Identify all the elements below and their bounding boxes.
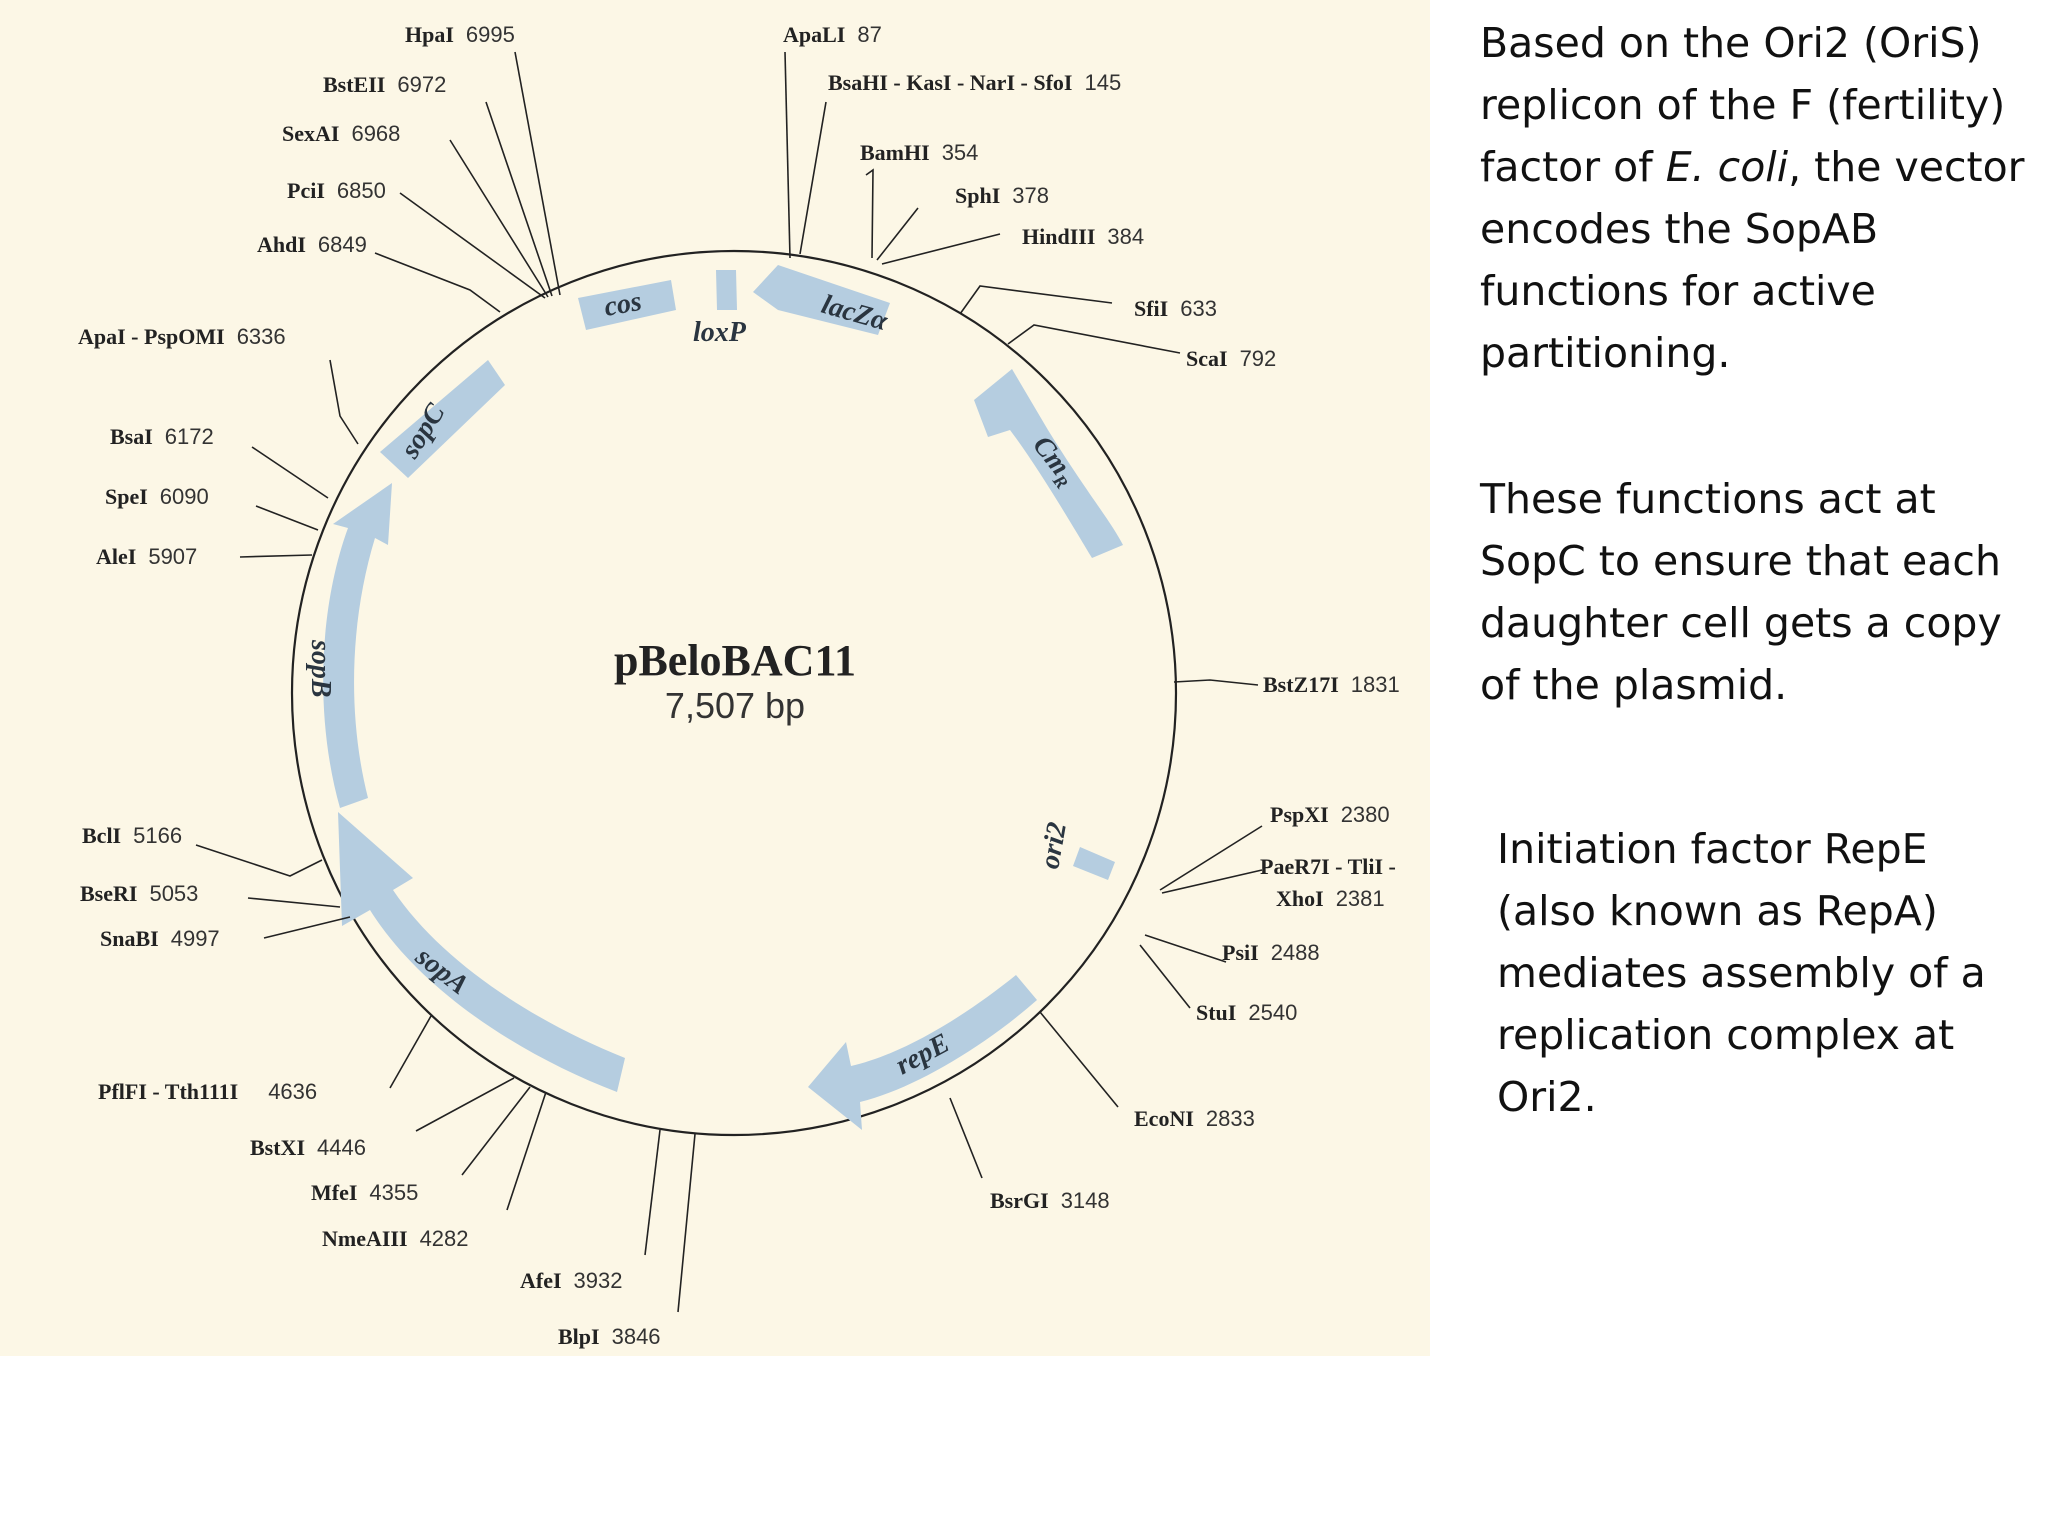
note-ori2-replicon: Based on the Ori2 (OriS) replicon of the…	[1480, 12, 2040, 384]
feature-sopb	[323, 483, 392, 808]
plasmid-name: pBeloBAC11	[614, 636, 856, 685]
note-text: Based on the Ori2 (OriS) replicon of the…	[1480, 19, 2006, 191]
feature-label-loxp: loxP	[693, 317, 747, 348]
plasmid-map-panel: lacZα loxP cos CmR ori2 repE sopA sopB s…	[0, 0, 1430, 1356]
note-sopc-function: These functions act at SopC to ensure th…	[1480, 475, 2002, 709]
features	[323, 265, 1123, 1130]
note-repe-initiation: Initiation factor RepE (also known as Re…	[1497, 825, 1986, 1121]
feature-cos	[578, 280, 676, 330]
feature-ori2	[1073, 847, 1115, 880]
site-label: PaeR7I - TliI -	[1260, 854, 1396, 879]
feature-label-sopb: sopB	[305, 639, 336, 698]
site-leaders	[195, 51, 1263, 1313]
feature-label-lacz: lacZα	[818, 289, 891, 337]
plasmid-map: lacZα loxP cos CmR ori2 repE sopA sopB s…	[78, 22, 1400, 1349]
feature-sopc	[380, 360, 505, 478]
feature-cmr	[974, 369, 1123, 558]
plasmid-backbone	[290, 249, 1178, 1137]
note-text: , the vector encodes the SopAB functions…	[1480, 143, 2025, 377]
feature-label-cos: cos	[602, 286, 644, 323]
feature-sopa	[338, 812, 625, 1092]
note-species: E. coli	[1665, 143, 1789, 191]
feature-label-ori2: ori2	[1034, 820, 1073, 871]
feature-repe	[808, 975, 1037, 1130]
plasmid-size: 7,507 bp	[665, 685, 805, 726]
feature-loxp	[716, 270, 737, 310]
feature-lacz-alpha	[753, 265, 890, 335]
